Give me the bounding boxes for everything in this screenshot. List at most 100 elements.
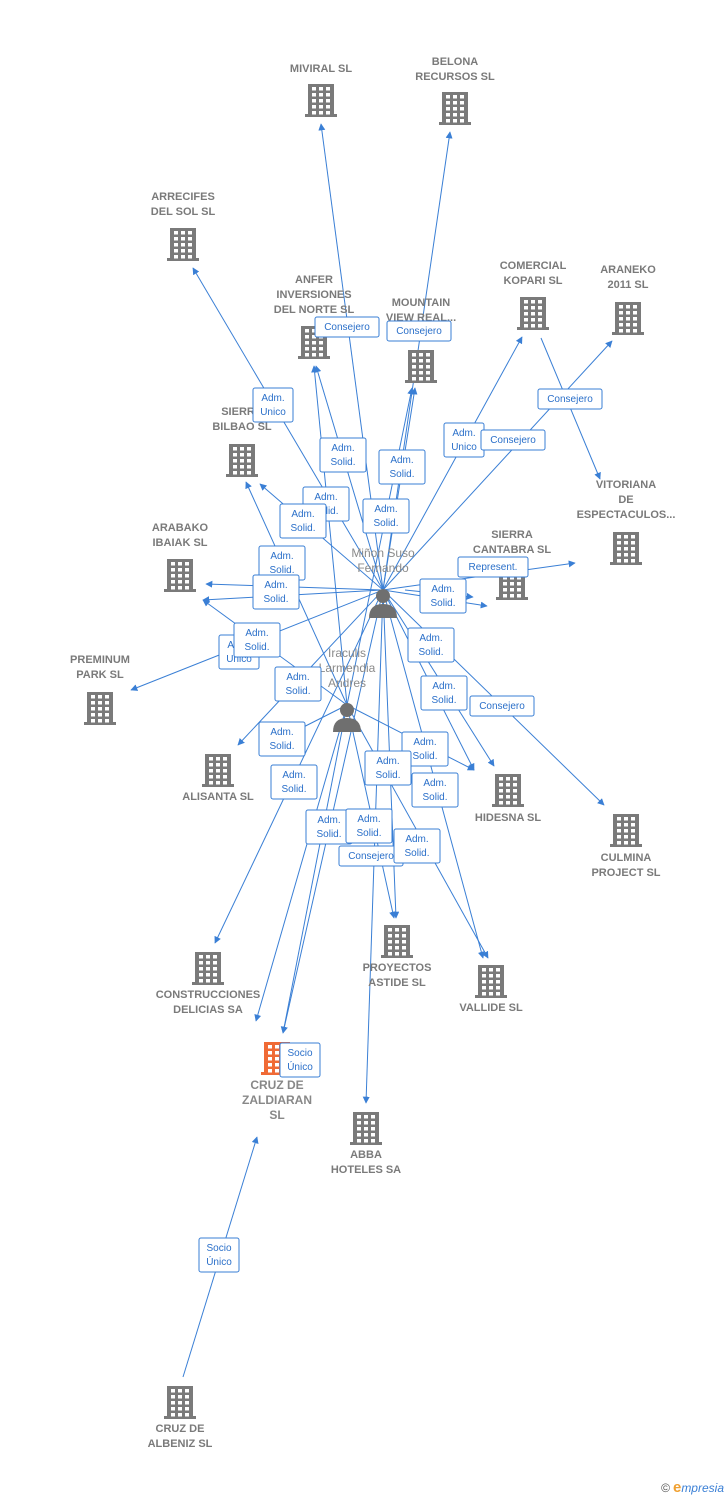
edge-label: Adm.Solid. [364,750,412,786]
company-name: SIERRA [491,529,533,541]
edge-label-text: Solid. [431,695,456,706]
company-node-miviral[interactable]: MIVIRAL SL [290,63,352,117]
building-icon [305,84,337,117]
edge-label-text: Solid. [290,523,315,534]
edge-label-box [252,387,294,423]
edge-label-text: Solid. [375,770,400,781]
company-node-vallide[interactable]: VALLIDE SL [459,965,523,1014]
company-name: PARK SL [76,669,124,681]
building-icon [226,444,258,477]
edge-label-text: Consejero [490,435,536,446]
edge-label-box [407,627,455,663]
edge-label-text: Solid. [281,784,306,795]
edge-label-box [378,449,426,485]
edge-label-text: Adm. [317,815,340,826]
building-icon [610,532,642,565]
company-name: COMERCIAL [500,260,567,272]
company-node-hidesna[interactable]: HIDESNA SL [475,774,541,824]
building-icon [202,754,234,787]
copyright-symbol: © [661,1481,670,1495]
edge-label: Adm. Solid. [270,764,318,800]
edge-label: Represent. [457,556,529,578]
company-name: PROYECTOS [363,962,432,974]
edge-label-text: Solid. [412,751,437,762]
edge-label-text: Adm. [405,834,428,845]
edge-label-box [279,503,327,539]
relation-edge [382,340,613,591]
company-node-alisanta[interactable]: ALISANTA SL [182,754,254,803]
edge-label-box [314,316,380,338]
edge-label-text: Represent. [469,562,518,573]
edge-label: Adm.Solid. [401,731,449,767]
edge-label-text: Solid. [244,642,269,653]
edge-label-text: Adm. [419,633,442,644]
edge-label-text: Solid. [422,792,447,803]
company-name: DELICIAS SA [173,1004,243,1016]
edge-label-box [469,695,535,717]
edge-label-box [345,808,393,844]
edge-label-text: Socio [287,1048,312,1059]
edge-label-box [393,828,441,864]
company-name: ARABAKO [152,522,209,534]
company-name: CANTABRA SL [473,544,551,556]
edge-label-text: Unico [226,654,252,665]
company-name: DEL NORTE SL [274,304,355,316]
company-name: ZALDIARAN [242,1093,312,1107]
edge-label-text: Adm. [282,770,305,781]
edge-label-text: Adm. [331,443,354,454]
company-name: SL [269,1108,284,1122]
edge-label-box [198,1237,240,1273]
edge-label-text: Consejero [479,701,525,712]
company-name: INVERSIONES [276,289,351,301]
edge-label-text: Consejero [396,326,442,337]
edge-label: Adm.Solid. [305,809,353,845]
edge-label-box [270,764,318,800]
edge-label: Adm.Solid. [411,772,459,808]
company-name: CRUZ DE [250,1078,303,1092]
edge-label: Consejero [537,388,603,410]
edge-label-text: Unico [451,442,477,453]
company-name: VALLIDE SL [459,1002,523,1014]
edge-label-text: Consejero [324,322,370,333]
company-node-arrecifes[interactable]: ARRECIFES DEL SOL SL [151,191,216,261]
building-icon [612,302,644,335]
edge-label-box [480,429,546,451]
edge-label-text: Adm. [432,681,455,692]
edge-label: Adm.Solid. [407,627,455,663]
company-node-proyectos[interactable]: PROYECTOS ASTIDE SL [363,925,432,989]
company-name: ASTIDE SL [368,977,426,989]
relation-edge [382,387,418,591]
company-node-vitoriana[interactable]: VITORIANADEESPECTACULOS... [577,479,676,565]
company-name: DEL SOL SL [151,206,216,218]
edge-label-box [362,498,410,534]
company-name: ARRECIFES [151,191,215,203]
person-name: Larmendia [319,661,376,675]
edge-label-text: Adm. [245,628,268,639]
edge-label-text: Solid. [285,686,310,697]
edge-label: Adm.Unico [443,422,485,458]
relation-edge [280,704,348,1034]
person-name: Andres [328,676,366,690]
edge-label-text: Solid. [404,848,429,859]
building-icon [492,774,524,807]
edge-label: Consejero [386,320,452,342]
edge-label-text: Solid. [356,828,381,839]
edge-label: Adm.Solid. [274,666,322,702]
edge-label-box [420,675,468,711]
company-name: SIERRA [221,406,263,418]
edge-label-text: Solid. [373,518,398,529]
